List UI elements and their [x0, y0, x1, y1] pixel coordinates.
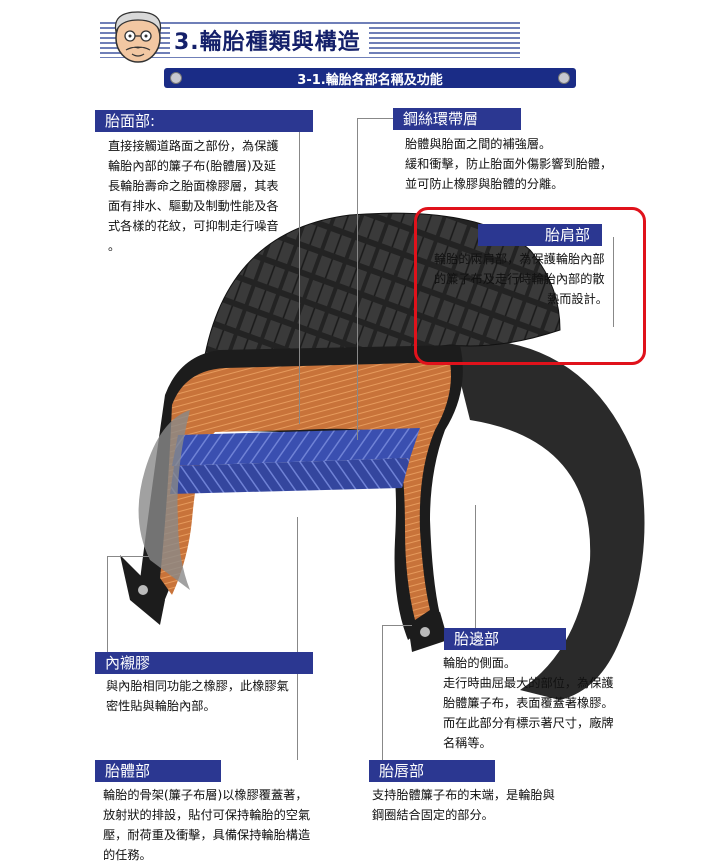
leader-line-tread: [299, 124, 300, 424]
leader-line-bead-h: [382, 625, 412, 626]
leader-line-belt: [357, 118, 358, 440]
carcass-ply: [160, 362, 451, 620]
leader-line-innerliner: [107, 556, 108, 654]
desc-steel-belt: 胎體與胎面之間的補強層。緩和衝擊，防止胎面外傷影響到胎體， 並可防止橡膠與胎體的…: [405, 137, 613, 191]
bullet-icon: [558, 72, 570, 84]
desc-inner-liner: 與內胎相同功能之橡膠，此橡膠氣密性貼與輪胎內部。: [106, 679, 289, 713]
label-shoulder: 胎肩部: [478, 224, 602, 246]
professor-mascot-icon: [114, 11, 162, 63]
desc-sidewall: 輪胎的側面。走行時曲屈最大的部位，為保護 胎體簾子布，表面覆蓋著橡膠。而在此部分…: [443, 656, 614, 750]
label-tread: 胎面部:: [95, 110, 313, 132]
leader-line-innerliner-h: [107, 556, 149, 557]
label-steel-belt: 鋼絲環帶層: [393, 108, 521, 130]
leader-line-carcass: [297, 517, 298, 760]
label-bead: 胎唇部: [369, 760, 495, 782]
steel-belt-upper: [172, 428, 420, 466]
subtitle-bar: 3-1.輪胎各部名稱及功能: [164, 68, 576, 88]
leader-line-belt-h: [357, 118, 393, 119]
bead-wire: [138, 585, 148, 595]
desc-tread: 直接接觸道路面之部份，為保護輪胎內部的簾子布(胎體層)及延 長輪胎壽命之胎面橡膠…: [108, 139, 279, 253]
tire-sidewall: [450, 339, 645, 700]
leader-line-sidewall: [475, 505, 476, 631]
label-inner-liner: 內襯膠: [95, 652, 313, 674]
desc-carcass: 輪胎的骨架(簾子布層)以橡膠覆蓋著，放射狀的排設，貼付可保持輪胎的空氣 壓，耐荷…: [103, 788, 311, 862]
leader-line-shoulder: [613, 237, 614, 327]
inner-liner: [138, 410, 190, 590]
section-subtitle: 3-1.輪胎各部名稱及功能: [297, 73, 443, 88]
bullet-icon: [170, 72, 182, 84]
bead-wire: [420, 627, 430, 637]
label-sidewall: 胎邊部: [444, 628, 566, 650]
desc-bead: 支持胎體簾子布的末端，是輪胎與鋼圈結合固定的部分。: [372, 788, 555, 822]
steel-belt-lower: [170, 458, 410, 494]
label-carcass: 胎體部: [95, 760, 221, 782]
page-title: 3.輪胎種類與構造: [170, 24, 369, 56]
desc-shoulder: 輪胎的兩肩部，為保護輪胎內部的簾子布及走行時輪胎內部的散 熱而設計。: [434, 252, 608, 306]
leader-line-bead: [382, 625, 383, 760]
highlight-box-shoulder: [414, 207, 646, 365]
